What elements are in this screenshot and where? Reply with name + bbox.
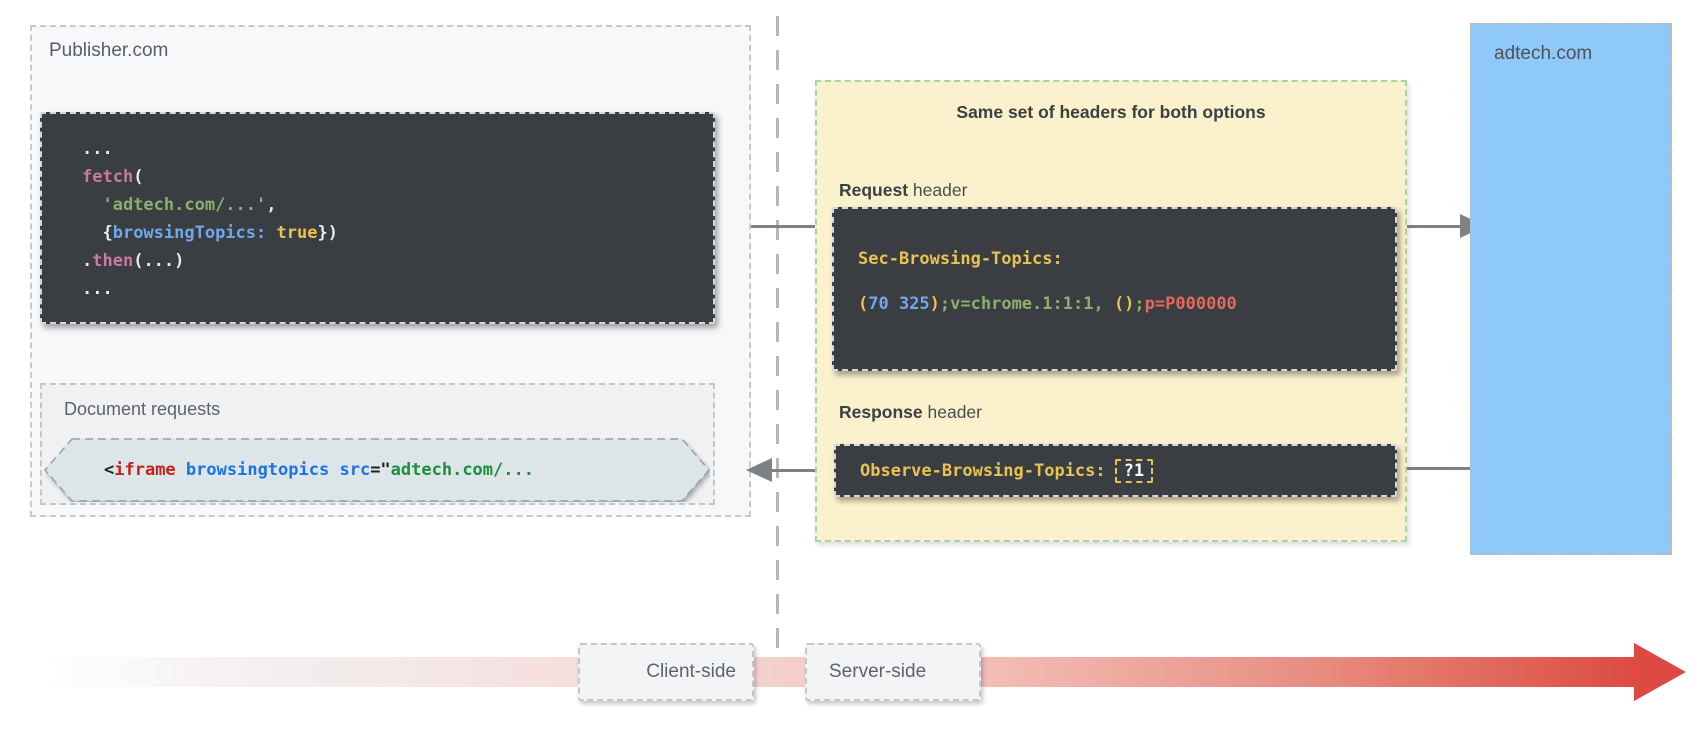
headers-panel: Same set of headers for both options Req… bbox=[815, 80, 1407, 542]
response-header-value-badge: ?1 bbox=[1115, 459, 1153, 483]
fetch-code-block: ... fetch( 'adtech.com/...', {browsingTo… bbox=[40, 112, 715, 324]
response-header-name: Observe-Browsing-Topics: bbox=[860, 461, 1106, 481]
timeline-arrowhead-icon bbox=[1634, 643, 1686, 701]
code-line: fetch( bbox=[82, 163, 713, 191]
request-header-code-block: Sec-Browsing-Topics: (70 325);v=chrome.1… bbox=[832, 207, 1397, 371]
client-side-label: Client-side bbox=[646, 661, 736, 683]
server-side-label: Server-side bbox=[829, 661, 926, 683]
code-line: 'adtech.com/...', bbox=[82, 191, 713, 219]
adtech-to-response-line bbox=[1398, 467, 1470, 470]
left-arrowhead-icon bbox=[746, 458, 772, 482]
document-requests-label: Document requests bbox=[64, 399, 220, 420]
response-label-bold: Response bbox=[839, 402, 923, 422]
code-line: ... bbox=[82, 275, 713, 303]
response-label-rest: header bbox=[923, 402, 982, 422]
request-header-name: Sec-Browsing-Topics: bbox=[858, 249, 1395, 269]
iframe-code: <iframe browsingtopics src="adtech.com/.… bbox=[104, 438, 534, 502]
request-header-value: (70 325);v=chrome.1:1:1, ();p=P000000 bbox=[858, 294, 1395, 314]
publisher-label: Publisher.com bbox=[49, 40, 168, 62]
client-side-badge: Client-side bbox=[578, 643, 754, 701]
headers-panel-title: Same set of headers for both options bbox=[817, 102, 1405, 123]
request-label-rest: header bbox=[908, 180, 967, 200]
adtech-label: adtech.com bbox=[1494, 43, 1592, 65]
code-line: .then(...) bbox=[82, 247, 713, 275]
request-label-bold: Request bbox=[839, 180, 908, 200]
code-line: {browsingTopics: true}) bbox=[82, 219, 713, 247]
code-line: ... bbox=[82, 135, 713, 163]
response-header-code-block: Observe-Browsing-Topics: ?1 bbox=[834, 444, 1397, 497]
adtech-box: adtech.com bbox=[1470, 23, 1672, 555]
request-header-label: Request header bbox=[839, 180, 967, 201]
response-header-label: Response header bbox=[839, 402, 982, 423]
server-side-badge: Server-side bbox=[805, 643, 981, 701]
client-server-divider bbox=[776, 16, 779, 648]
